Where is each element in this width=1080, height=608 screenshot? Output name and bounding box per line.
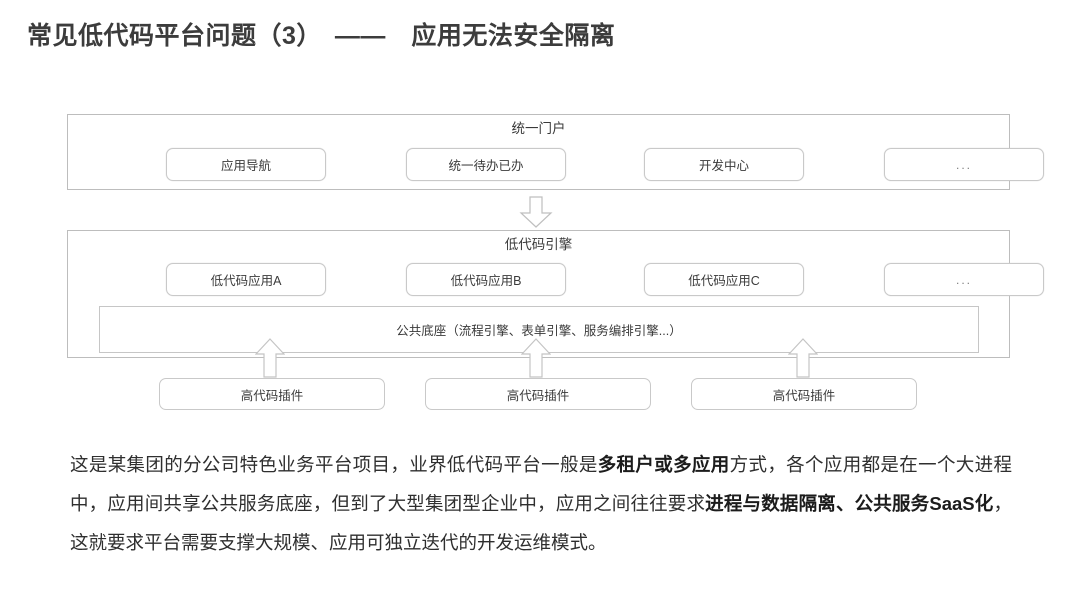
portal-layer-heading: 统一门户 [511,121,566,136]
portal-layer-panel: 统一门户 应用导航 统一待办已办 开发中心 ... [67,114,1044,190]
paragraph-segment-1: 这是某集团的分公司特色业务平台项目，业界低代码平台一般是 [70,454,598,475]
description-paragraph: 这是某集团的分公司特色业务平台项目，业界低代码平台一般是多租户或多应用方式，各个… [70,445,1012,562]
architecture-diagram: 统一门户 应用导航 统一待办已办 开发中心 ... 低代码引擎 低代码应用A 低… [67,114,1044,410]
paragraph-bold-2: 进程与数据隔离、公共服务SaaS化 [705,493,994,514]
paragraph-segment-2: 方式，各个应用都是在一个大进程中，应用间共享公共服务底座，但到了大型集团型企业中… [70,454,1012,514]
engine-layer-heading: 低代码引擎 [504,237,573,252]
arrow-up-icon [788,338,818,378]
portal-chip-unified-todo[interactable]: 统一待办已办 [406,148,566,181]
plugin-box-3[interactable]: 高代码插件 [691,378,917,410]
engine-chip-app-b[interactable]: 低代码应用B [406,263,566,296]
arrow-up-icon [521,338,551,378]
paragraph-segment-3: ，这就要求平台需要支撑大规模、应用可独立迭代的开发运维模式。 [70,493,1012,553]
arrow-up-icon [255,338,285,378]
page-title: 常见低代码平台问题（3） —— 应用无法安全隔离 [27,22,616,50]
engine-chip-app-a[interactable]: 低代码应用A [166,263,326,296]
arrow-down-icon [519,196,553,228]
engine-chip-app-c[interactable]: 低代码应用C [644,263,804,296]
portal-chip-more[interactable]: ... [884,148,1044,181]
portal-chip-app-navigation[interactable]: 应用导航 [166,148,326,181]
plugin-box-2[interactable]: 高代码插件 [425,378,651,410]
plugin-box-1[interactable]: 高代码插件 [159,378,385,410]
portal-chip-dev-center[interactable]: 开发中心 [644,148,804,181]
lowcode-engine-panel: 低代码引擎 低代码应用A 低代码应用B 低代码应用C ... 公共底座（流程引擎… [67,230,1044,358]
engine-chip-more[interactable]: ... [884,263,1044,296]
paragraph-bold-1: 多租户或多应用 [597,454,730,475]
